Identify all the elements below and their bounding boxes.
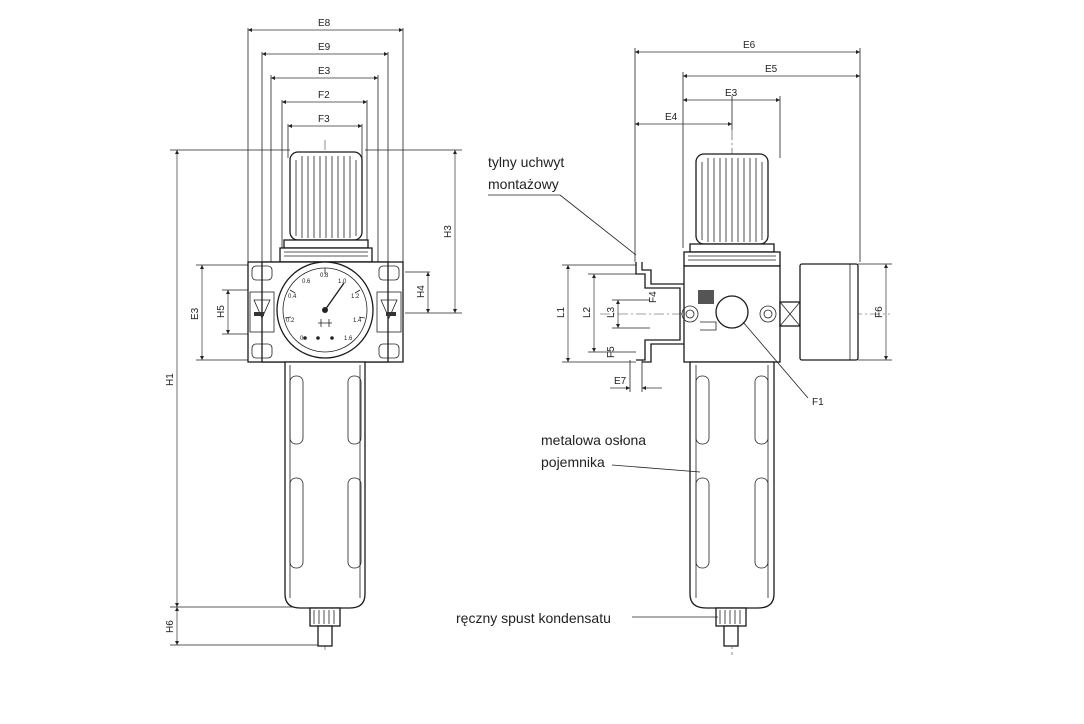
mounting-bracket [635,262,684,363]
dim-H5: H5 [216,305,227,318]
dim-F2: F2 [318,90,330,101]
gauge-scale-1.4: 1.4 [353,318,362,324]
regulator-knob-side [683,153,781,267]
dim-E7: E7 [614,376,627,387]
gauge-scale-0.4: 0.4 [288,294,297,300]
dim-H1: H1 [165,373,176,386]
gauge-scale-1.6: 1.6 [344,336,353,342]
filter-bowl [284,361,366,609]
callout-bowl-guard-line1: metalowa osłona [541,432,646,448]
dim-F3: F3 [318,114,330,125]
dim-E5: E5 [765,64,778,75]
callout-bowl-guard-line2: pojemnika [541,454,605,470]
pressure-gauge: 0.2 0.4 0.6 0.8 1.0 1.2 1.4 1.6 0 [276,261,374,359]
gauge-scale-1.2: 1.2 [351,294,360,300]
dim-E9: E9 [318,42,331,53]
dim-E3-side: E3 [190,307,201,320]
dim-H6: H6 [165,620,176,633]
dim-E6: E6 [743,40,756,51]
dim-F5: F5 [606,346,617,358]
dim-F4: F4 [648,291,659,303]
pressure-gauge-side [779,263,859,361]
dim-L1: L1 [556,306,567,318]
dim-F1: F1 [812,397,824,408]
dim-E4: E4 [665,112,678,123]
callout-mounting-bracket-line2: montażowy [488,176,559,192]
gauge-scale-zero: 0 [300,336,304,342]
side-view: E6 E5 E3 E4 F6 L1 L2 L3 F4 F5 E7 C1 [456,40,892,655]
dim-F6: F6 [874,306,885,318]
callout-drain: ręczny spust kondensatu [456,610,611,626]
dim-L2: L2 [582,306,593,318]
dim-H3: H3 [443,225,454,238]
gauge-scale-0.8: 0.8 [320,273,329,279]
gauge-scale-1.0: 1.0 [338,279,347,285]
dim-E3-right: E3 [725,88,738,99]
dim-L3: L3 [606,306,617,318]
filter-bowl-side [689,361,775,609]
callout-mounting-bracket-line1: tylny uchwyt [488,154,564,170]
dim-E8: E8 [318,18,331,29]
regulator-knob [279,151,373,263]
drain-valve [309,607,341,647]
dim-E3: E3 [318,66,331,77]
front-view: E8 E9 E3 F2 F3 H3 H4 E3 H5 H1 H6 [165,18,462,650]
gauge-scale-0.6: 0.6 [302,279,311,285]
dim-H4: H4 [416,285,427,298]
gauge-scale-0.2: 0.2 [286,318,295,324]
drain-valve-side [715,607,747,647]
